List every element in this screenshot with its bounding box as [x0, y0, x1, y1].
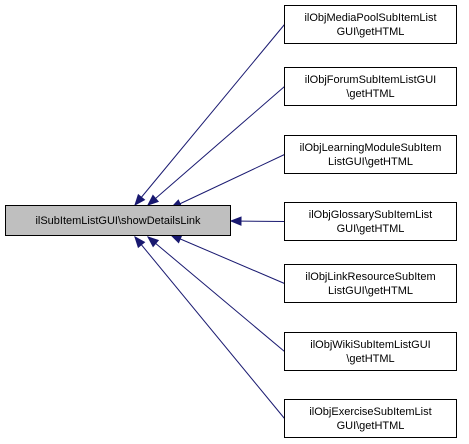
caller-node-label-line2: \getHTML [346, 353, 394, 365]
call-edge [147, 86, 285, 206]
caller-node-label-line1: ilObjLearningModuleSubItem [300, 142, 442, 154]
caller-node-box [284, 202, 457, 241]
caller-node-label-line1: ilObjMediaPoolSubItemList [304, 12, 436, 24]
caller-node-label-line1: ilObjExerciseSubItemList [309, 406, 431, 418]
caller-node-box [284, 5, 457, 44]
caller-node-box [284, 264, 457, 303]
caller-node-label-line2: \getHTML [346, 88, 394, 100]
caller-node-box [284, 332, 457, 371]
arrowhead-icon [134, 235, 146, 249]
arrowhead-icon [229, 216, 242, 226]
caller-node-label-line2: ListGUI\getHTML [328, 285, 413, 297]
caller-node-glossary[interactable]: ilObjGlossarySubItemList GUI\getHTML [284, 202, 457, 241]
arrowhead-icon [146, 194, 160, 206]
caller-node-box [284, 399, 457, 438]
caller-node-label-line2: ListGUI\getHTML [328, 156, 413, 168]
caller-node-media-pool[interactable]: ilObjMediaPoolSubItemList GUI\getHTML [284, 5, 457, 44]
caller-node-box [284, 135, 457, 174]
caller-node-learning-module[interactable]: ilObjLearningModuleSubItem ListGUI\getHT… [284, 135, 457, 174]
caller-node-label-line2: GUI\getHTML [337, 26, 405, 38]
caller-node-wiki[interactable]: ilObjWikiSubItemListGUI \getHTML [284, 332, 457, 371]
edges [134, 24, 285, 419]
caller-node-link-resource[interactable]: ilObjLinkResourceSubItem ListGUI\getHTML [284, 264, 457, 303]
call-edge [170, 234, 285, 284]
caller-node-label-line1: ilObjGlossarySubItemList [309, 209, 433, 221]
caller-node-label-line1: ilObjLinkResourceSubItem [305, 271, 435, 283]
call-edge [134, 236, 285, 419]
arrowhead-icon [146, 236, 160, 248]
arrowhead-icon [169, 234, 183, 244]
root-node[interactable]: ilSubItemListGUI\showDetailsLink [5, 205, 231, 236]
caller-node-label-line2: GUI\getHTML [337, 223, 405, 235]
caller-node-label-line1: ilObjForumSubItemListGUI [305, 74, 436, 86]
caller-node-forum[interactable]: ilObjForumSubItemListGUI \getHTML [284, 67, 457, 106]
caller-node-label-line1: ilObjWikiSubItemListGUI [310, 339, 430, 351]
caller-node-label-line2: GUI\getHTML [337, 420, 405, 432]
call-edge [170, 154, 285, 209]
call-edge [147, 236, 285, 352]
root-node-label: ilSubItemListGUI\showDetailsLink [35, 215, 201, 227]
caller-node-exercise[interactable]: ilObjExerciseSubItemList GUI\getHTML [284, 399, 457, 438]
caller-node-box [284, 67, 457, 106]
call-edge [134, 24, 285, 206]
arrowhead-icon [134, 193, 146, 207]
root-node-box [5, 205, 231, 236]
